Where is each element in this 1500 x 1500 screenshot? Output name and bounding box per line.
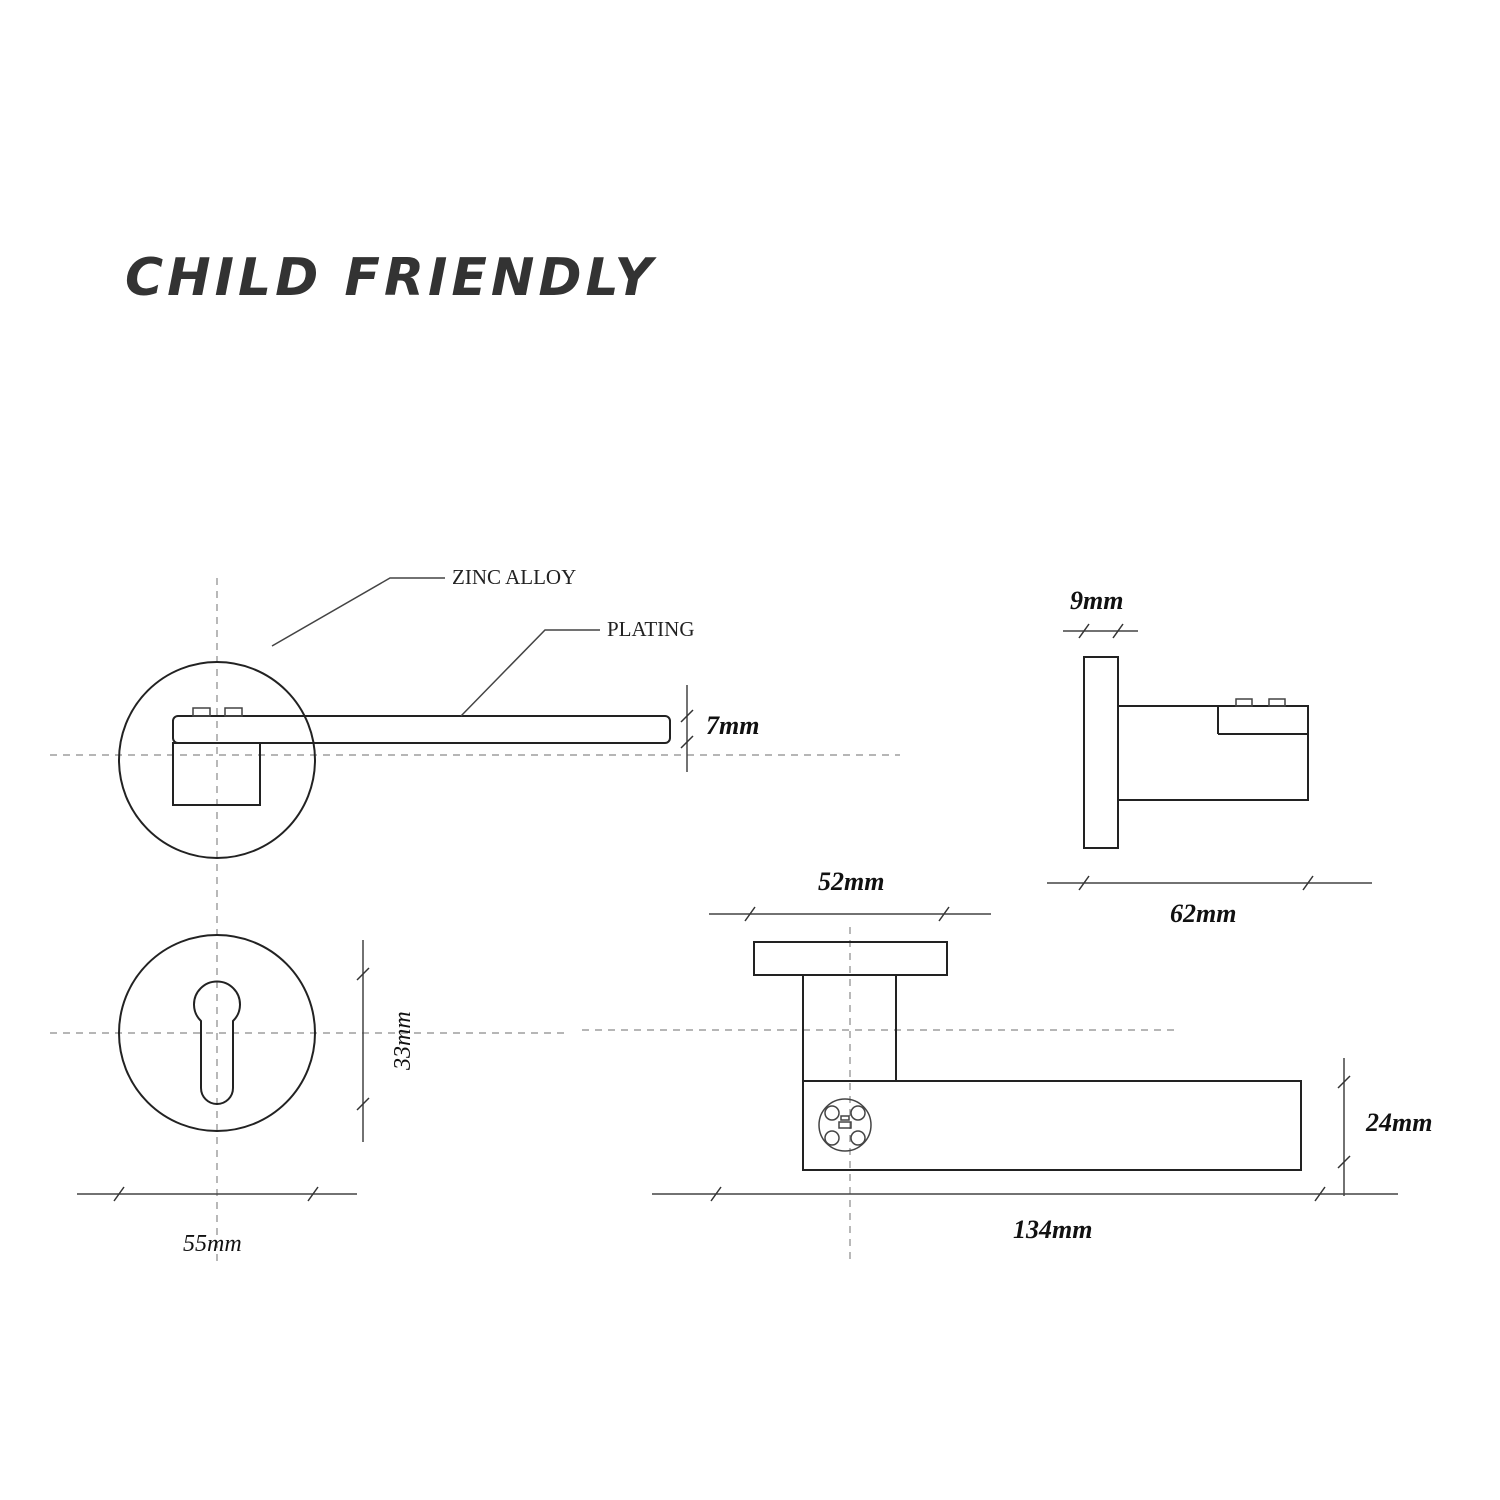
front-view-lever: ZINC ALLOY PLATING 7mm	[50, 565, 900, 1262]
escutcheon-outline	[118, 934, 316, 1132]
side-projection-label: 62mm	[1170, 899, 1236, 928]
page-title: CHILD FRIENDLY	[125, 248, 657, 308]
top-neck	[802, 974, 897, 1082]
euro-profile-keyhole	[193, 980, 241, 1105]
rose-thickness-label: 9mm	[1070, 586, 1123, 615]
lever-length-label: 134mm	[1013, 1215, 1092, 1244]
rose-outline	[118, 661, 316, 859]
lever-neck	[172, 742, 261, 806]
grub-screw-2	[224, 707, 243, 717]
side-rose	[1083, 656, 1119, 849]
lever-height-label: 24mm	[1365, 1108, 1432, 1137]
side-lever-body	[1117, 705, 1309, 801]
side-view: 9mm 62mm	[1047, 586, 1372, 928]
lever-arm	[172, 715, 671, 744]
finish-callout: PLATING	[607, 617, 695, 641]
lever-thickness-label: 7mm	[706, 711, 759, 740]
material-callout: ZINC ALLOY	[452, 565, 576, 589]
side-grub-screw-2	[1268, 698, 1286, 707]
escutcheon-diameter-label: 55mm	[183, 1231, 242, 1257]
material-leader	[271, 577, 445, 647]
side-grub-screw-1	[1235, 698, 1253, 707]
top-view: 52mm 24mm 134mm	[582, 867, 1432, 1262]
screw-head-icon	[818, 1098, 872, 1152]
rose-top-width-label: 52mm	[818, 867, 884, 896]
front-view-escutcheon: 33mm 55mm	[50, 934, 570, 1257]
finish-leader	[460, 629, 600, 717]
top-lever-arm	[802, 1080, 1302, 1171]
grub-screw-1	[192, 707, 211, 717]
escutcheon-height-label: 33mm	[390, 1011, 416, 1071]
